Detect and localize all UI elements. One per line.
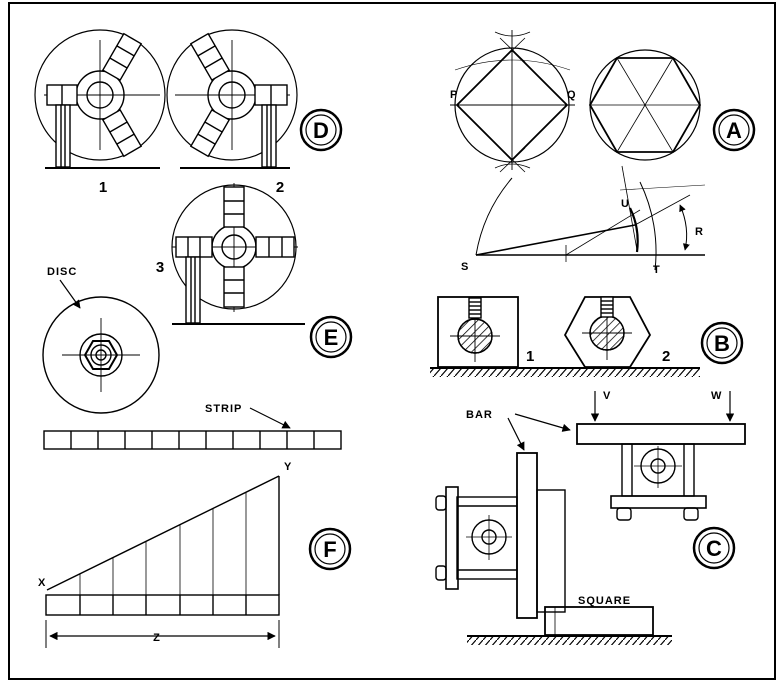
label-p: P xyxy=(450,89,458,101)
label-y: Y xyxy=(284,461,292,473)
label-u: U xyxy=(621,198,630,210)
label-square: SQUARE xyxy=(578,595,631,607)
badge-c: C xyxy=(692,526,736,570)
label-strip: STRIP xyxy=(205,403,242,415)
label-r: R xyxy=(695,226,704,238)
label-q: Q xyxy=(567,89,577,101)
outer-border xyxy=(8,2,776,680)
label-z: Z xyxy=(153,632,161,644)
figure-b xyxy=(430,296,700,377)
label-x: X xyxy=(38,577,46,589)
chuck-2 xyxy=(166,29,298,169)
figure-a xyxy=(450,30,702,173)
label-v: V xyxy=(603,390,611,402)
figure-e xyxy=(171,183,305,325)
letter-c: C xyxy=(706,536,722,561)
figure-c xyxy=(435,391,746,645)
letter-b: B xyxy=(714,331,730,356)
label-bar: BAR xyxy=(466,409,493,421)
label-e3: 3 xyxy=(156,259,164,276)
chuck-1 xyxy=(34,29,166,169)
label-disc: DISC xyxy=(47,266,77,278)
badge-a: A xyxy=(712,108,756,152)
strip-drawing xyxy=(43,407,342,450)
label-t: T xyxy=(653,264,661,276)
badge-f: F xyxy=(308,527,352,571)
letter-f: F xyxy=(323,537,336,562)
label-s: S xyxy=(461,261,469,273)
label-d2: 2 xyxy=(276,179,284,196)
figure-f xyxy=(45,475,280,648)
letter-e: E xyxy=(324,325,339,350)
disc-drawing xyxy=(42,279,160,414)
figure-d xyxy=(34,29,298,169)
badge-e: E xyxy=(309,315,353,359)
letter-d: D xyxy=(313,118,329,143)
badge-d: D xyxy=(299,108,343,152)
badge-b: B xyxy=(700,321,744,365)
label-d1: 1 xyxy=(99,179,107,196)
angle-construction xyxy=(475,165,706,271)
label-w: W xyxy=(711,390,722,402)
label-b2: 2 xyxy=(662,348,670,365)
letter-a: A xyxy=(726,118,742,143)
label-b1: 1 xyxy=(526,348,534,365)
